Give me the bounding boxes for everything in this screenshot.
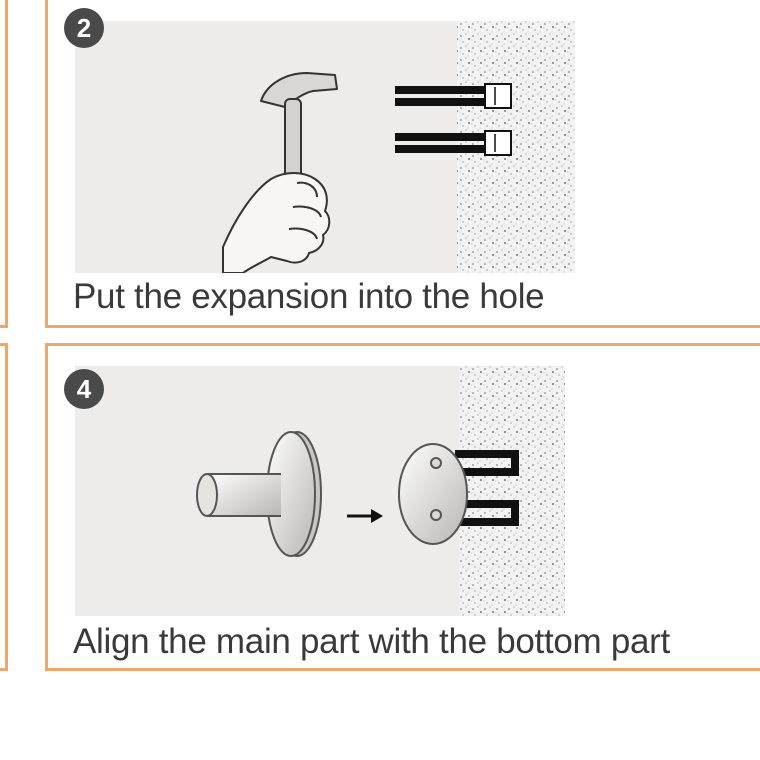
step-4-card: 4 Align the main part with the bottom pa…: [45, 343, 760, 671]
step-2-caption: Put the expansion into the hole: [73, 277, 545, 316]
step-2-illustration: [75, 21, 575, 273]
base-plate-icon: [398, 443, 468, 545]
step-2-card: 2 Put the expansion into the hole: [45, 0, 760, 328]
step-number-badge: 4: [64, 369, 104, 409]
step-4-caption: Align the main part with the bottom part: [73, 622, 670, 661]
step-4-illustration: [75, 366, 565, 616]
step-number-badge: 2: [64, 8, 104, 48]
previous-step-frame: [0, 343, 8, 671]
expansion-plug-bottom: [395, 130, 512, 156]
expansion-plug-top: [395, 83, 512, 109]
expansion-plug-pair: [455, 450, 519, 526]
hand-icon: [222, 172, 331, 273]
wall-texture: [459, 366, 565, 616]
main-part-icon: [196, 431, 322, 557]
previous-step-frame: [0, 0, 8, 328]
arrow-right-icon: [347, 509, 383, 523]
